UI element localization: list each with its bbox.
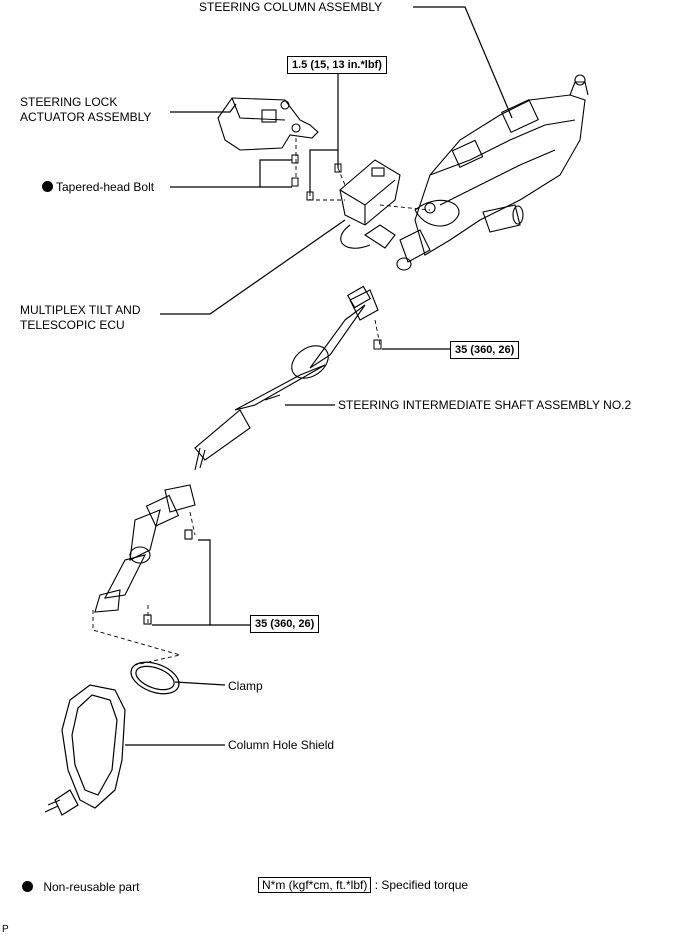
label-intermediate-shaft: STEERING INTERMEDIATE SHAFT ASSEMBLY NO.… [338, 398, 632, 412]
tapered-head-bolt-text: Tapered-head Bolt [56, 180, 155, 194]
torque-box-upper: 35 (360, 26) [450, 341, 520, 359]
label-steering-lock-line2: ACTUATOR ASSEMBLY [20, 110, 152, 124]
label-tapered-head-bolt: Tapered-head Bolt [42, 180, 154, 195]
clamp [130, 661, 180, 695]
torque-box-ecu: 1.5 (15, 13 in.*lbf) [287, 56, 387, 74]
label-steering-lock-line1: STEERING LOCK [20, 95, 118, 109]
leader-lower-bolts [198, 539, 250, 626]
leader-clamp [174, 681, 226, 686]
steering-intermediate-shaft [194, 285, 379, 471]
label-multiplex-line2: TELESCOPIC ECU [20, 318, 125, 332]
leader-multiplex [160, 219, 346, 315]
lower-universal-joint [94, 484, 196, 625]
legend-torque-units: N*m (kgf*cm, ft.*lbf) [258, 877, 372, 893]
legend-torque: N*m (kgf*cm, ft.*lbf) : Specified torque [258, 877, 469, 893]
leader-steering-column [413, 6, 513, 119]
label-multiplex-line1: MULTIPLEX TILT AND [20, 303, 141, 317]
column-hole-shield [44, 684, 126, 816]
non-reusable-dot-icon [42, 181, 53, 192]
label-clamp: Clamp [228, 679, 263, 693]
multiplex-tilt-telescopic-ecu [339, 159, 401, 226]
label-column-hole-shield: Column Hole Shield [228, 738, 335, 752]
leader-ecu-torque-2 [309, 149, 338, 192]
label-steering-column-assembly: STEERING COLUMN ASSEMBLY [199, 0, 383, 14]
steering-lock-actuator [217, 97, 319, 151]
legend-non-reusable-text: Non-reusable part [43, 880, 140, 894]
legend-specified-torque: : Specified torque [374, 878, 469, 892]
legend-dot-icon [22, 881, 33, 892]
legend-non-reusable: Non-reusable part [22, 880, 139, 895]
leader-tapered-bolt [170, 159, 292, 188]
torque-box-lower: 35 (360, 26) [250, 615, 320, 633]
leader-steering-lock [170, 103, 237, 113]
small-bolts [291, 154, 342, 201]
footer-code: P [2, 924, 9, 935]
steering-column-assembly [340, 74, 589, 271]
